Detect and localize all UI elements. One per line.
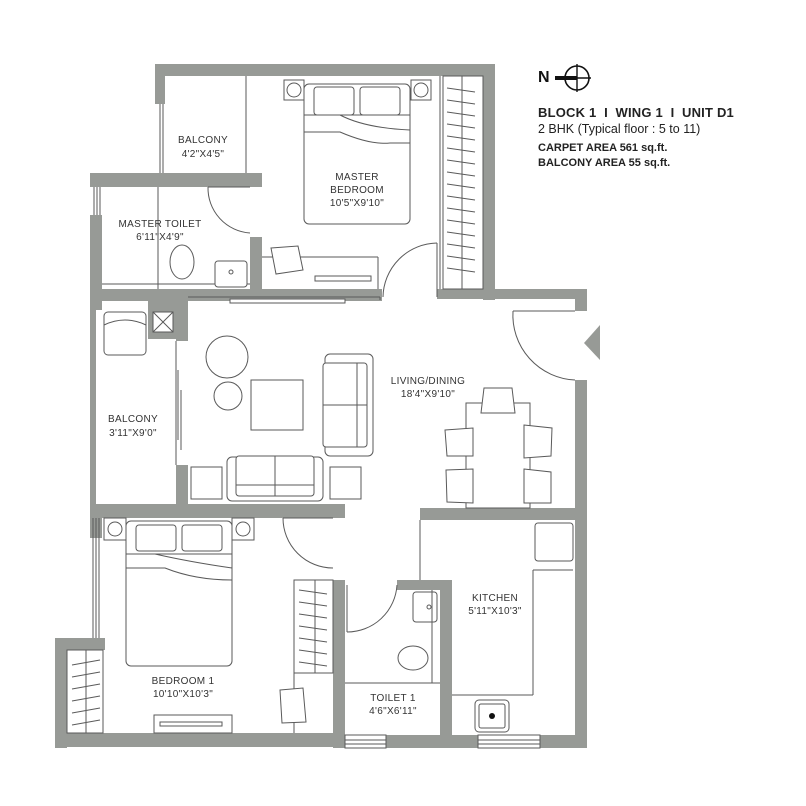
unit-info: BLOCK 1 I WING 1 I UNIT D1 2 BHK (Typica… [538,105,734,169]
entrance-arrow-icon [584,325,600,360]
room-size-kitchen: 5'11"X10'3" [468,606,522,617]
wardrobe-icon [442,75,484,290]
carpet-area: CARPET AREA 561 sq.ft. [538,142,668,154]
tv-unit-icon [229,298,346,304]
chair-icon [480,387,516,414]
furniture [66,75,574,734]
room-name-balcony-top: BALCONY [178,135,228,146]
room-name-balcony-left: BALCONY [108,414,158,425]
room-name-living-dining: LIVING/DINING [391,376,465,387]
room-size-master-bedroom: 10'5"X9'10" [330,198,384,209]
lamp-icon [103,517,127,541]
master-bed-icon [303,83,411,225]
north-arrow-icon [555,64,591,92]
chair-icon [445,468,474,504]
wardrobe-icon [66,649,104,734]
side-table-icon [213,381,243,411]
unit-title: BLOCK 1 I WING 1 I UNIT D1 [538,105,734,120]
room-name-master-toilet: MASTER TOILET [119,219,202,230]
toilet-icon [397,645,429,671]
room-labels: BALCONY 4'2"X4'5" MASTER BEDROOM 10'5"X9… [108,135,522,717]
windows [92,104,541,749]
entrance-door-swing [512,310,576,381]
coffee-table-icon [250,379,304,431]
bed-icon [125,520,233,667]
side-table-icon [329,466,362,500]
chair-icon [444,427,474,457]
room-name-master-bedroom-1: MASTER [335,172,378,183]
chair-icon [523,468,552,504]
room-size-living-dining: 18'4"X9'10" [401,389,455,400]
compass: N [538,64,598,94]
toilet-icon [169,244,195,280]
room-name-master-bedroom-2: BEDROOM [330,185,384,196]
doors [207,186,576,633]
room-size-toilet1: 4'6"X6'11" [369,706,417,717]
lamp-icon [231,517,255,541]
side-table-icon [190,466,223,500]
basin-icon [412,591,438,623]
chair-icon [270,245,304,275]
room-size-bedroom1: 10'10"X10'3" [153,689,213,700]
balcony-area: BALCONY AREA 55 sq.ft. [538,157,671,169]
chair-icon [523,424,553,459]
room-size-balcony-left: 3'11"X9'0" [109,428,157,439]
unit-type: 2 BHK (Typical floor : 5 to 11) [538,122,701,136]
room-name-kitchen: KITCHEN [472,593,518,604]
fridge-icon [534,522,574,562]
room-name-bedroom1: BEDROOM 1 [152,676,215,687]
dining-table-icon [465,402,531,509]
room-size-balcony-top: 4'2"X4'5" [182,149,225,160]
compass-label: N [538,69,550,86]
room-size-master-toilet: 6'11"X4'9" [136,232,184,243]
side-table-icon [205,335,249,379]
walls [55,64,600,748]
room-name-toilet1: TOILET 1 [370,693,416,704]
washing-machine-icon [103,311,147,356]
chair-icon [279,687,307,724]
